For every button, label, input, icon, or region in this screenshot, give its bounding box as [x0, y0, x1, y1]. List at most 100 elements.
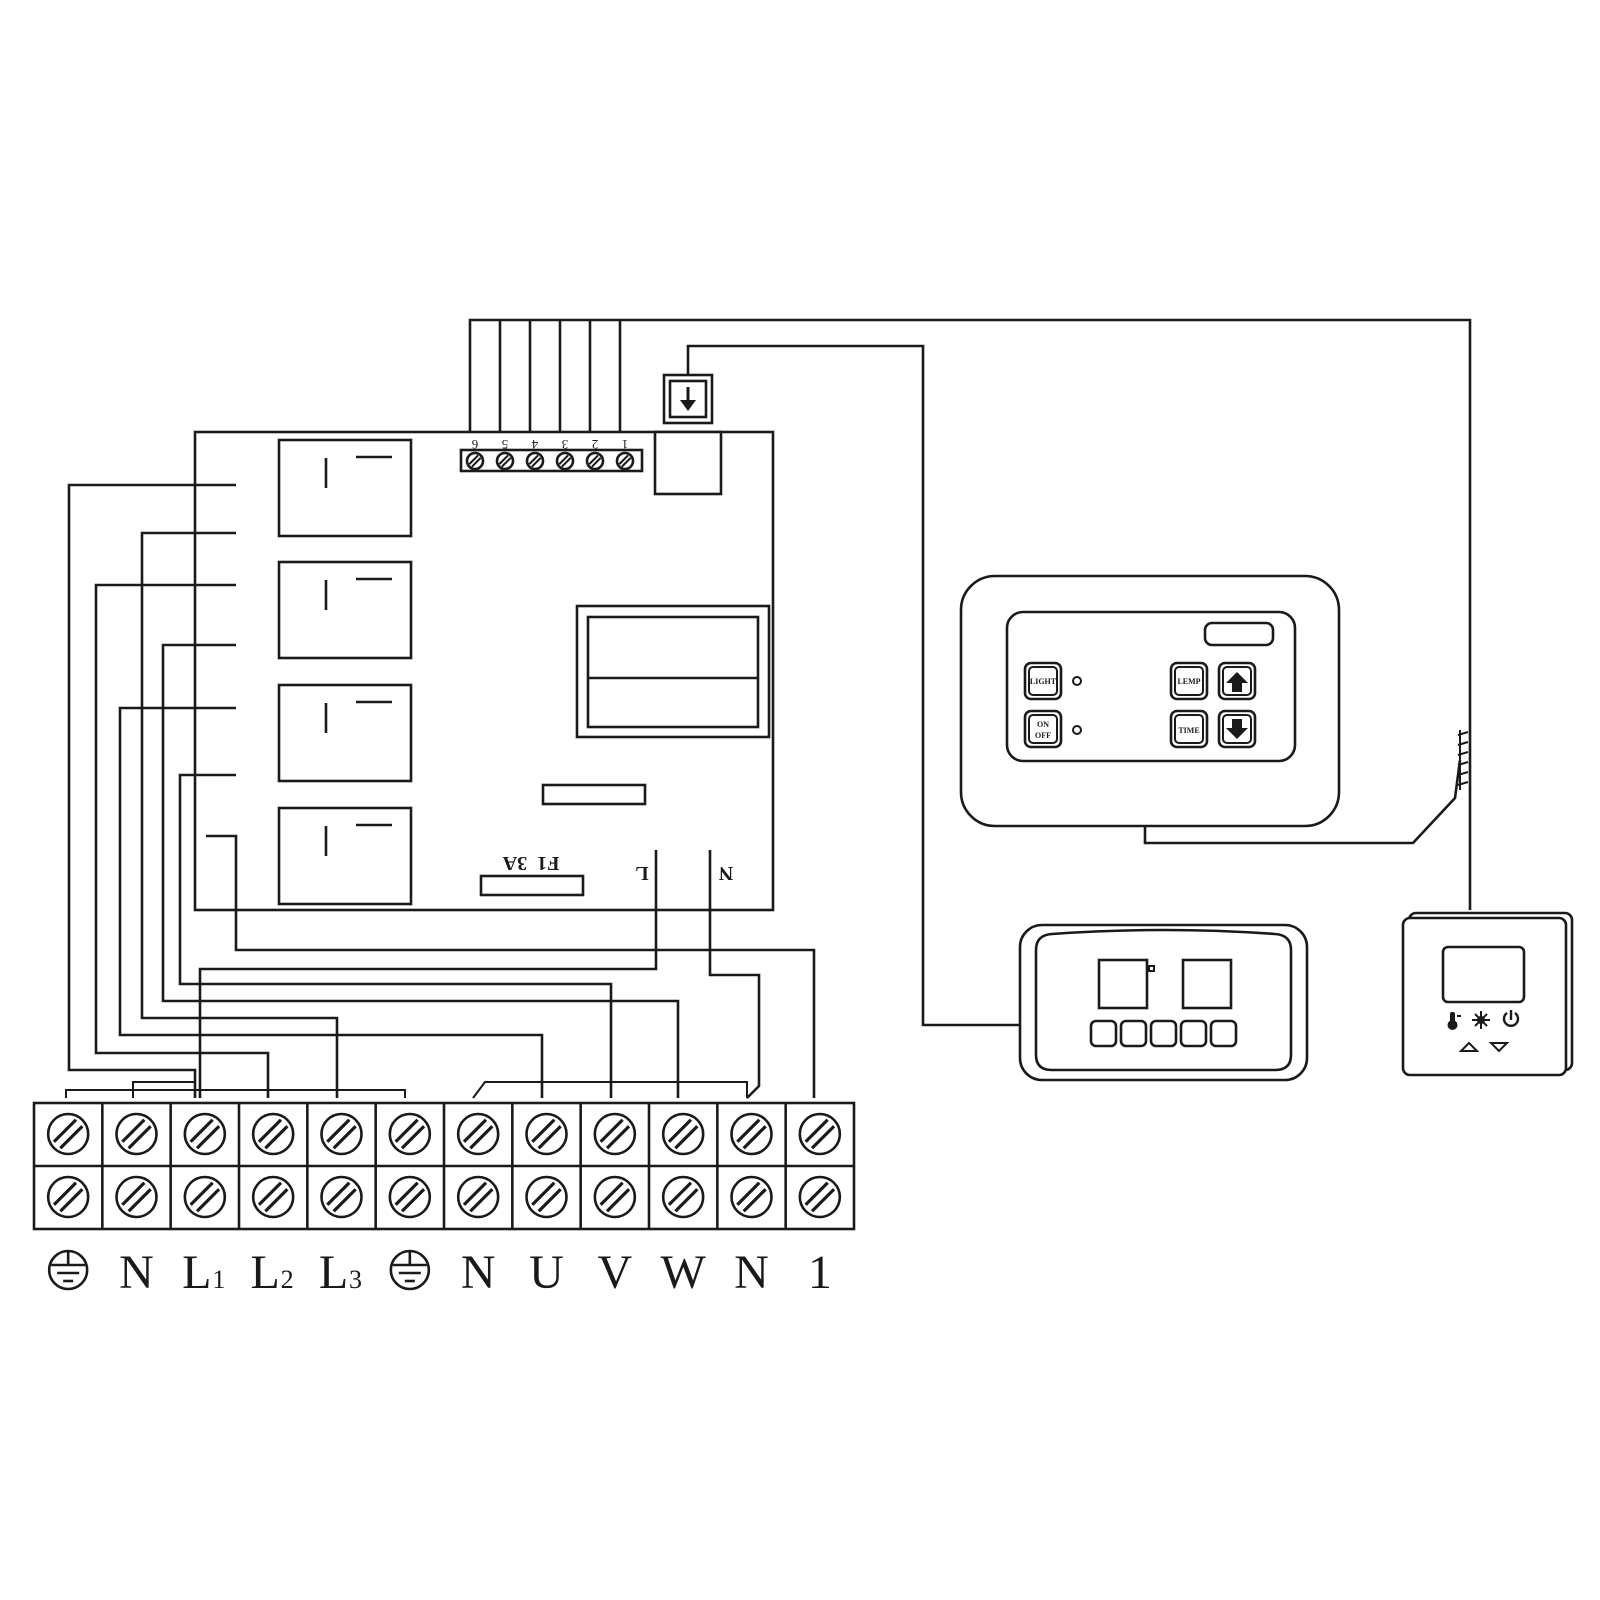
pin-screw-3 [555, 451, 575, 471]
lemp-button-label: LEMP [1177, 677, 1200, 686]
pin-number-6: 6 [471, 437, 478, 452]
terminal-screw-bottom-11 [730, 1175, 773, 1219]
relay-2 [277, 560, 413, 660]
time-button-label: TIME [1178, 726, 1199, 735]
terminal-subscript-4: 2 [281, 1265, 294, 1294]
light-button[interactable]: LIGHT [1023, 661, 1063, 701]
off-button-label: OFF [1035, 731, 1051, 740]
terminal-label-10: W [661, 1246, 707, 1299]
power-wires [65, 483, 816, 1099]
pin-screw-6 [465, 451, 485, 471]
power-indicator [1072, 725, 1082, 735]
panel-button-2[interactable] [1119, 1019, 1148, 1048]
fuse-label: F1 3A [502, 852, 559, 874]
pin-screw-2 [585, 451, 605, 471]
display-right [1181, 958, 1233, 1010]
terminal-screw-bottom-10 [661, 1175, 705, 1219]
time-button[interactable]: TIME [1169, 709, 1209, 749]
lemp-button[interactable]: LEMP [1169, 661, 1209, 701]
panel-button-4[interactable] [1179, 1019, 1208, 1048]
terminal-screw-top-12 [798, 1112, 842, 1156]
terminal-subscript-5: 3 [349, 1265, 362, 1294]
terminal-screw-bottom-12 [798, 1175, 842, 1219]
relay-4 [277, 806, 413, 906]
pin-screw-4 [525, 451, 545, 471]
terminal-label-11: N [734, 1246, 769, 1299]
control-board: F1 3A L N 6 5 4 3 2 1 [193, 373, 775, 912]
pin-number-1: 1 [622, 437, 629, 452]
relay-1 [277, 438, 413, 538]
ground-icon [389, 1249, 431, 1291]
on-button-label: ON [1037, 720, 1049, 729]
terminal-screw-bottom-9 [593, 1175, 637, 1219]
terminal-screw-top-2 [115, 1112, 158, 1156]
ground-icon [47, 1249, 89, 1291]
terminal-screw-bottom-5 [320, 1175, 363, 1219]
power-icon[interactable] [1502, 1010, 1520, 1027]
terminal-label-4: L [251, 1246, 280, 1299]
light-indicator [1072, 676, 1082, 686]
pin-header: 6 5 4 3 2 1 [459, 437, 644, 473]
terminal-screw-top-5 [320, 1112, 363, 1156]
panel-button-3[interactable] [1149, 1019, 1178, 1048]
terminal-screw-bottom-2 [115, 1175, 158, 1219]
fuse [479, 874, 585, 897]
small-up-icon[interactable] [1458, 1041, 1480, 1052]
terminal-label-9: V [597, 1246, 632, 1299]
up-button[interactable] [1217, 661, 1257, 701]
arrow-up-icon [1226, 672, 1248, 692]
pin-number-5: 5 [502, 437, 509, 452]
thermometer-icon [1447, 1012, 1461, 1030]
board-component [541, 783, 647, 806]
small-panel-display [1441, 945, 1526, 1004]
light-button-label: LIGHT [1030, 677, 1057, 686]
terminal-label-12: 1 [808, 1246, 832, 1299]
terminal-screw-bottom-3 [183, 1175, 227, 1219]
pin-screw-1 [615, 451, 635, 471]
terminal-screw-top-1 [46, 1112, 90, 1156]
terminal-screw-top-8 [525, 1112, 568, 1156]
pin-number-4: 4 [531, 437, 538, 452]
terminal-screw-top-10 [661, 1112, 705, 1156]
terminal-label-7: N [461, 1246, 496, 1299]
brightness-icon [1472, 1011, 1490, 1029]
terminal-screw-bottom-8 [525, 1175, 568, 1219]
terminal-screw-top-9 [593, 1112, 637, 1156]
display-left [1097, 958, 1149, 1010]
terminal-label-2: N [119, 1246, 154, 1299]
panel-display [1203, 621, 1275, 647]
down-button[interactable] [1217, 709, 1257, 749]
terminal-subscript-3: 1 [212, 1265, 225, 1294]
terminal-screw-top-3 [183, 1112, 227, 1156]
control-panel-medium [1018, 923, 1309, 1082]
terminal-screw-top-6 [388, 1112, 432, 1156]
terminal-screw-top-4 [251, 1112, 295, 1156]
pcb-n-label: N [718, 862, 733, 884]
pin-number-2: 2 [592, 437, 599, 452]
pin-number-3: 3 [562, 437, 569, 452]
on-off-button[interactable]: ON OFF [1023, 709, 1063, 749]
pcb-l-label: L [635, 862, 648, 884]
arrow-down-icon [1226, 719, 1248, 739]
panel-button-1[interactable] [1089, 1019, 1118, 1048]
signal-wires [468, 318, 1472, 1027]
terminal-screw-bottom-6 [388, 1175, 432, 1219]
relay-3 [277, 683, 413, 783]
arrow-down-icon [680, 387, 696, 411]
control-panel-large: LIGHT ON OFF LEMP TIME [959, 574, 1341, 828]
terminal-label-3: L [182, 1246, 211, 1299]
terminal-label-8: U [529, 1246, 564, 1299]
control-panel-small [1401, 911, 1574, 1077]
terminal-screw-top-7 [456, 1112, 500, 1156]
terminal-label-5: L [319, 1246, 348, 1299]
terminal-screw-bottom-1 [46, 1175, 90, 1219]
terminal-screw-bottom-4 [251, 1175, 295, 1219]
panel-indicator [1148, 965, 1155, 972]
panel-button-5[interactable] [1209, 1019, 1238, 1048]
terminal-screw-top-11 [730, 1112, 773, 1156]
pin-screw-5 [495, 451, 515, 471]
small-down-icon[interactable] [1488, 1042, 1510, 1053]
cable-strain-relief [1457, 730, 1469, 790]
